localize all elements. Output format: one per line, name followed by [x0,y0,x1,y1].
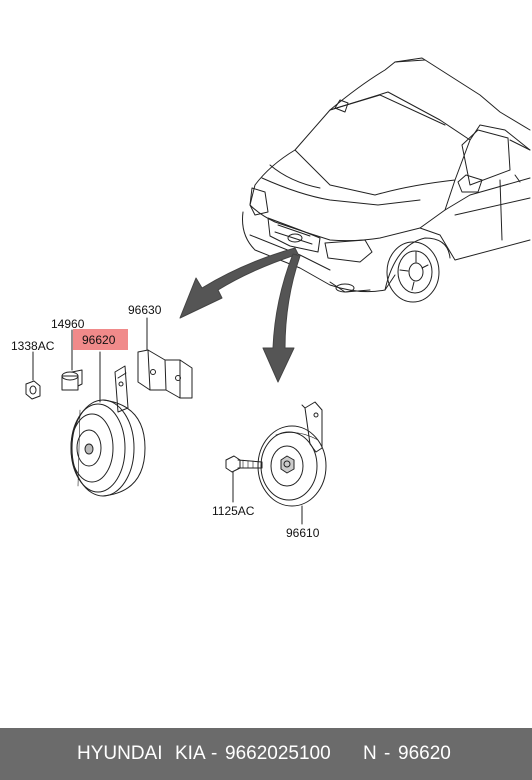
arrow-to-right-horn [262,253,301,383]
part-info-footer: HYUNDAI KIA - 9662025100 N - 96620 [0,728,532,780]
part-label-96630[interactable]: 96630 [128,303,162,317]
footer-n-label: N [363,743,377,764]
location-arrows [179,247,301,383]
arrow-to-left-horn [179,247,299,319]
part-label-1125ac[interactable]: 1125AC [212,504,255,518]
footer-separator-2: - [384,743,391,764]
footer-separator: - [211,743,218,764]
footer-make: KIA [175,743,206,764]
part-label-14960[interactable]: 14960 [51,317,85,331]
horn-96610-illustration [225,401,327,525]
part-label-96620[interactable]: 96620 [82,333,116,347]
part-label-1338ac[interactable]: 1338AC [11,339,55,353]
part-96620-highlight [73,329,128,350]
part-label-96610[interactable]: 96610 [286,526,320,540]
footer-oem-number: 9662025100 [225,743,331,764]
horn-96620-illustration [25,317,193,497]
footer-brand: HYUNDAI [77,743,163,764]
diagram-svg [25,57,531,525]
footer-part-number: 96620 [398,743,451,764]
car-illustration [242,57,531,303]
